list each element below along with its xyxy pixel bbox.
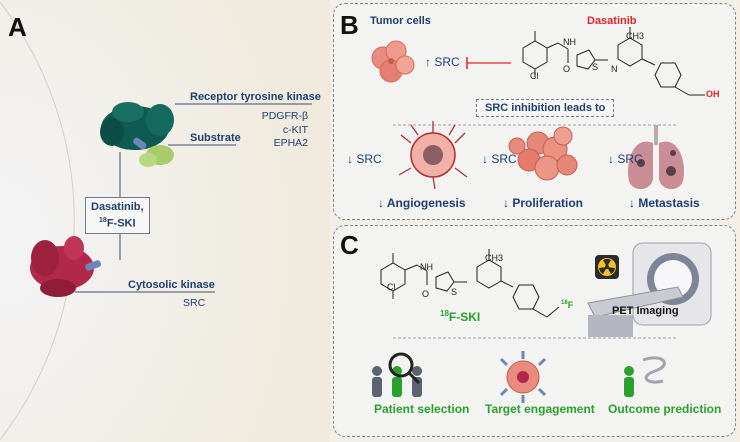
isotope-superscript: 18	[99, 217, 107, 224]
proliferation-icon	[508, 126, 578, 181]
chem-c-ch3: CH3	[485, 253, 504, 263]
outcome-metastasis: ↓ Metastasis	[629, 196, 700, 210]
chem-ch3: CH3	[626, 31, 645, 41]
inhibitor-molecule	[133, 137, 147, 150]
drug-label-tracer: F-SKI	[106, 217, 136, 230]
application-target-engagement: Target engagement	[485, 402, 595, 416]
receptor-item: PDGFR-β	[261, 110, 308, 122]
tracer-name: F-SKI	[448, 310, 481, 324]
patient-selection-icon	[372, 352, 422, 397]
panel-c-letter: C	[340, 230, 359, 260]
chem-n: N	[611, 64, 618, 74]
cytosolic-kinase-shape	[30, 236, 94, 297]
chem-nh: NH	[563, 37, 576, 47]
angiogenesis-icon	[398, 121, 468, 190]
receptor-tyrosine-kinase-shape	[100, 102, 174, 150]
application-outcome-prediction: Outcome prediction	[608, 402, 722, 416]
src-down-label: ↓ SRC	[482, 152, 517, 166]
drug-label-box: Dasatinib, 18F-SKI	[85, 197, 150, 234]
tracer-superscript: 18	[440, 309, 449, 318]
receptor-item: EPHA2	[273, 137, 308, 149]
chem-cl: Cl	[530, 71, 539, 81]
cell-membrane	[0, 1, 75, 441]
pet-scanner-icon	[587, 242, 712, 337]
tracer-label: 18F-SKI	[440, 309, 480, 324]
panel-b-letter: B	[340, 10, 359, 40]
src-down-label: ↓ SRC	[608, 152, 643, 166]
chem-s: S	[592, 62, 599, 72]
f18-symbol: F	[567, 300, 574, 310]
tumor-cells-icon	[371, 40, 415, 83]
panel-a-letter: A	[8, 12, 27, 42]
panel-a-illustration	[0, 0, 330, 442]
drug-label-line1: Dasatinib,	[91, 201, 144, 213]
cytosolic-kinase-item: SRC	[183, 297, 206, 309]
substrate-label: Substrate	[190, 132, 241, 144]
cytosolic-kinase-label: Cytosolic kinase	[128, 279, 215, 291]
chem-c-cl: Cl	[387, 282, 396, 292]
f18-superscript: 18	[561, 300, 568, 306]
application-patient-selection: Patient selection	[374, 402, 470, 416]
chem-c-nh: NH	[420, 262, 433, 272]
tracer-structure	[380, 249, 560, 318]
chem-oh: OH	[706, 89, 720, 99]
pet-imaging-label: PET Imaging	[612, 305, 679, 317]
receptor-list: PDGFR-β c-KIT EPHA2	[258, 110, 308, 151]
chem-c-s: S	[451, 287, 458, 297]
src-down-label: ↓ SRC	[347, 152, 382, 166]
panel-c-graphics	[372, 242, 712, 403]
receptor-tyrosine-kinase-label: Receptor tyrosine kinase	[190, 91, 321, 103]
panel-b-graphics	[371, 27, 705, 190]
metastasis-icon	[628, 125, 684, 190]
chem-o: O	[563, 64, 571, 74]
src-inhibition-title: SRC inhibition leads to	[476, 99, 615, 117]
target-engagement-icon	[499, 351, 547, 403]
src-up-label: ↑ SRC	[425, 55, 460, 69]
f18-label: 18F	[561, 300, 573, 310]
dasatinib-structure	[522, 27, 705, 96]
chem-c-o: O	[422, 289, 430, 299]
substrate-shape	[139, 145, 174, 167]
receptor-item: c-KIT	[282, 123, 308, 136]
dasatinib-label: Dasatinib	[587, 15, 637, 27]
drug-label-line2: 18F-SKI	[91, 214, 144, 231]
outcome-prediction-icon	[624, 356, 666, 397]
inhibitor-molecule-cytosolic	[85, 260, 102, 271]
tumor-cells-label: Tumor cells	[370, 15, 431, 27]
radiation-icon	[595, 255, 619, 279]
outcome-proliferation: ↓ Proliferation	[503, 196, 584, 210]
outcome-angiogenesis: ↓ Angiogenesis	[378, 196, 466, 210]
